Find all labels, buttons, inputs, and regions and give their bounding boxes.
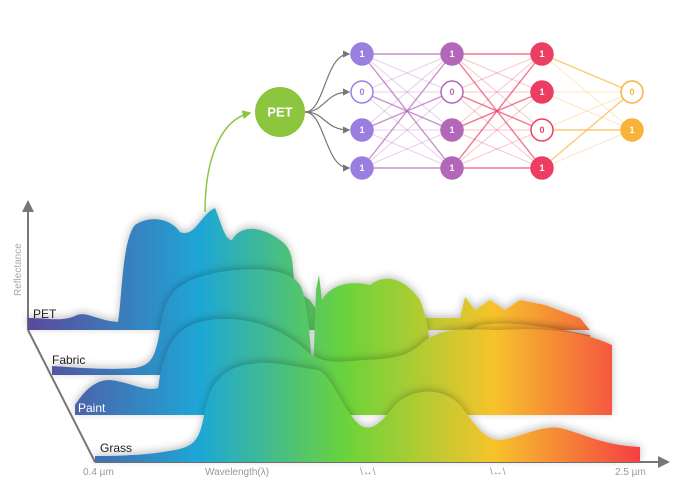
network-node-value: 1 bbox=[539, 49, 544, 59]
spectrum-to-input-arrow bbox=[204, 110, 252, 213]
network-edge bbox=[451, 53, 543, 131]
network-node bbox=[350, 156, 374, 180]
network-edge bbox=[541, 53, 633, 93]
network-node-value: 1 bbox=[359, 163, 364, 173]
x-max-label: 2.5 µm bbox=[615, 467, 646, 478]
network-edge bbox=[541, 53, 633, 131]
neural-network: PET 1 0 1 1 1 0 1 1 1 1 0 1 0 1 bbox=[255, 42, 644, 180]
network-edge bbox=[541, 91, 633, 131]
spectrum-pet bbox=[28, 208, 590, 330]
depth-axis bbox=[27, 329, 96, 463]
network-node bbox=[350, 80, 374, 104]
network-edge bbox=[361, 91, 453, 169]
y-axis-arrow-icon bbox=[22, 200, 34, 212]
material-label-grass: Grass bbox=[100, 441, 132, 455]
input-arrow bbox=[304, 50, 351, 113]
spectrum-grass bbox=[95, 362, 640, 462]
network-edge bbox=[541, 91, 633, 169]
network-node-value: 0 bbox=[539, 125, 544, 135]
network-edge bbox=[451, 129, 543, 169]
network-node-value: 0 bbox=[449, 87, 454, 97]
network-node-value: 1 bbox=[629, 125, 634, 135]
network-node bbox=[440, 118, 464, 142]
network-edge bbox=[451, 53, 543, 93]
network-node bbox=[350, 42, 374, 66]
input-node-label: PET bbox=[267, 105, 292, 120]
network-edge bbox=[361, 53, 453, 131]
network-edge bbox=[361, 91, 453, 169]
network-node-value: 1 bbox=[359, 49, 364, 59]
network-node-value: 0 bbox=[359, 87, 364, 97]
input-arrow bbox=[304, 111, 351, 172]
x-axis-arrow-icon bbox=[658, 456, 670, 468]
y-axis-label: Reflectance bbox=[13, 243, 24, 296]
network-node bbox=[440, 80, 464, 104]
network-edge bbox=[451, 91, 543, 169]
network-node bbox=[530, 80, 554, 104]
network-node-value: 1 bbox=[449, 125, 454, 135]
input-arrow bbox=[304, 88, 351, 113]
axis-break-1: \↔\ bbox=[360, 467, 376, 478]
network-edge bbox=[451, 53, 543, 169]
network-node bbox=[620, 80, 644, 104]
network-edge bbox=[361, 53, 453, 93]
axis-break-2: \↔\ bbox=[490, 467, 506, 478]
network-node bbox=[440, 156, 464, 180]
material-label-fabric: Fabric bbox=[52, 353, 85, 367]
network-edge bbox=[361, 53, 453, 93]
network-node-value: 0 bbox=[629, 87, 634, 97]
network-edge bbox=[451, 53, 543, 131]
network-edge bbox=[361, 129, 453, 169]
network-edge bbox=[451, 91, 543, 169]
network-node bbox=[350, 118, 374, 142]
network-edge bbox=[541, 129, 633, 169]
network-node bbox=[530, 118, 554, 142]
network-edge bbox=[541, 91, 633, 131]
network-edge bbox=[361, 129, 453, 169]
network-node bbox=[620, 118, 644, 142]
network-edge bbox=[451, 53, 543, 93]
network-node-value: 1 bbox=[539, 163, 544, 173]
network-node-value: 1 bbox=[359, 125, 364, 135]
network-node bbox=[530, 42, 554, 66]
x-min-label: 0.4 µm bbox=[83, 467, 114, 478]
network-edge bbox=[361, 53, 453, 131]
network-node-value: 1 bbox=[449, 49, 454, 59]
network-node bbox=[530, 156, 554, 180]
x-axis-label: Wavelength(λ) bbox=[205, 467, 269, 478]
network-node bbox=[440, 42, 464, 66]
material-label-pet: PET bbox=[33, 307, 57, 321]
network-node-value: 1 bbox=[449, 163, 454, 173]
network-node-value: 1 bbox=[539, 87, 544, 97]
input-node bbox=[255, 87, 305, 137]
spectrum-paint bbox=[75, 319, 612, 415]
network-edge bbox=[451, 129, 543, 169]
network-edge bbox=[361, 53, 453, 169]
material-label-paint: Paint bbox=[78, 401, 106, 415]
